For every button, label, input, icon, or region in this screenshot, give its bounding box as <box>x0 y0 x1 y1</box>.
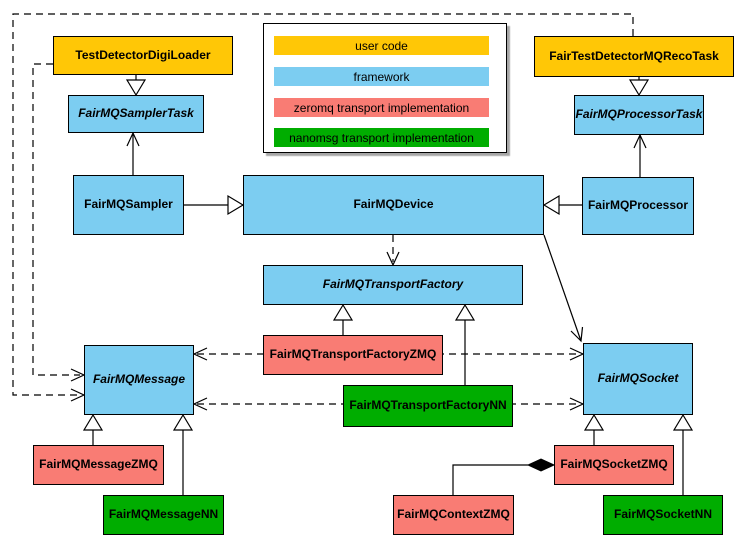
edge-sampler-to-samplertask-association <box>126 131 140 175</box>
legend-item-zeromq: zeromq transport implementation <box>274 98 489 117</box>
class-node-fairmqprocessortask: FairMQProcessorTask <box>574 95 704 135</box>
edge-device-to-factory-dependency <box>386 235 400 267</box>
edge-sampler-to-device-generalization <box>184 194 245 216</box>
class-node-fairtestdetectormqrecotask: FairTestDetectorMQRecoTask <box>534 36 734 77</box>
class-node-fairmqmessagezmq: FairMQMessageZMQ <box>33 445 164 485</box>
class-node-fairmqsocket: FairMQSocket <box>583 343 693 415</box>
class-node-fairmqsocketzmq: FairMQSocketZMQ <box>554 445 674 485</box>
class-node-fairmqdevice: FairMQDevice <box>243 175 544 235</box>
class-node-fairmqcontextzmq: FairMQContextZMQ <box>393 495 514 535</box>
legend-item-user-code: user code <box>274 36 489 55</box>
edge-processor-to-device-generalization <box>542 194 582 216</box>
class-node-fairmqtransportfactorynn: FairMQTransportFactoryNN <box>343 385 513 427</box>
legend-item-framework: framework <box>274 67 489 86</box>
class-node-fairmqsocketnn: FairMQSocketNN <box>603 495 723 535</box>
edge-factoryzmq-to-factory-generalization <box>332 303 354 335</box>
class-node-fairmqtransportfactoryzmq: FairMQTransportFactoryZMQ <box>263 335 443 375</box>
edge-recotask-to-processortask-generalization <box>628 77 650 97</box>
legend-item-nanomsg: nanomsg transport implementation <box>274 128 489 147</box>
class-node-fairmqmessagenn: FairMQMessageNN <box>103 495 224 535</box>
class-node-fairmqprocessor: FairMQProcessor <box>582 177 694 235</box>
edge-messagenn-to-message-generalization <box>172 413 194 495</box>
class-node-fairmqmessage: FairMQMessage <box>84 345 194 415</box>
edge-processor-to-processortask-association <box>633 133 647 177</box>
edge-device-to-socket-association <box>543 234 584 343</box>
edge-digiloader-to-samplertask-generalization <box>125 75 147 97</box>
edge-factorynn-to-factory-generalization <box>454 303 476 385</box>
edge-socketzmq-contextzmq-composition <box>452 458 556 495</box>
class-node-testdetectordigiloader: TestDetectorDigiLoader <box>53 36 233 75</box>
edge-messagezmq-to-message-generalization <box>82 413 104 445</box>
class-node-fairmqtransportfactory: FairMQTransportFactory <box>263 265 523 305</box>
class-node-fairmqsamplertask: FairMQSamplerTask <box>68 95 204 133</box>
class-node-fairmqsampler: FairMQSampler <box>73 175 184 235</box>
legend-box: user code framework zeromq transport imp… <box>263 23 507 153</box>
edge-socketzmq-to-socket-generalization <box>583 413 605 445</box>
edge-socketnn-to-socket-generalization <box>672 413 694 495</box>
